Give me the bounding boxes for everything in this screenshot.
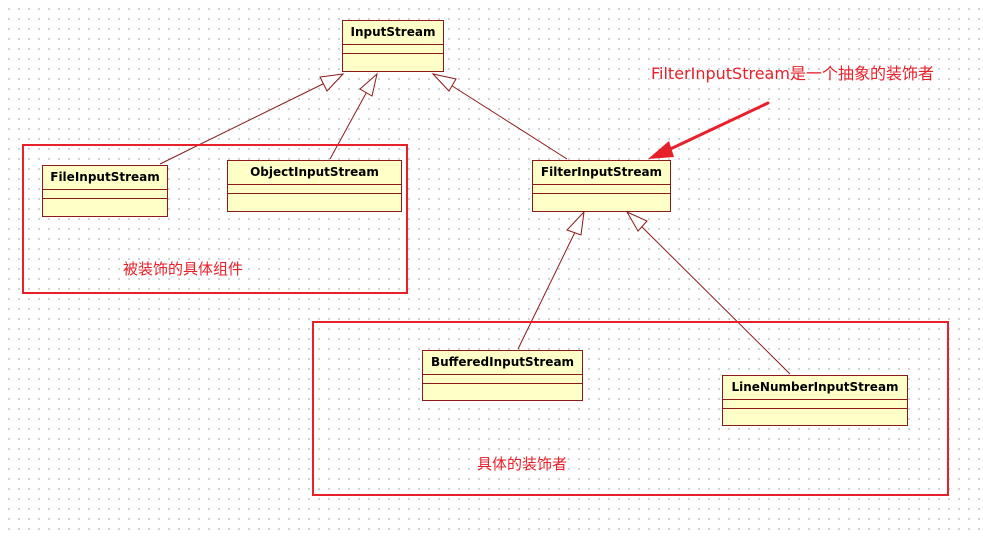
class-name: FileInputStream xyxy=(43,166,167,190)
inherit-line-buffered xyxy=(517,225,579,350)
annotation-abstract-decorator: FilterInputStream是一个抽象的装饰者 xyxy=(651,64,934,83)
class-operations-compartment xyxy=(533,194,670,203)
class-attributes-compartment xyxy=(43,190,167,199)
inherit-arrowhead-file xyxy=(319,73,345,92)
class-operations-compartment xyxy=(343,54,443,63)
class-object-input-stream[interactable]: ObjectInputStream xyxy=(227,160,402,212)
class-file-input-stream[interactable]: FileInputStream xyxy=(42,165,168,217)
inherit-arrowhead-linenumber xyxy=(625,210,648,232)
inherit-arrowhead-object xyxy=(359,72,378,97)
inherit-line-linenumber xyxy=(636,221,791,375)
class-name: InputStream xyxy=(343,21,443,45)
class-attributes-compartment xyxy=(723,400,907,409)
annotation-arrowhead xyxy=(648,141,674,159)
class-name: BufferedInputStream xyxy=(423,351,582,375)
class-operations-compartment xyxy=(423,384,582,393)
class-input-stream[interactable]: InputStream xyxy=(342,20,444,72)
concrete-components-box xyxy=(22,144,408,294)
class-attributes-compartment xyxy=(343,45,443,54)
class-attributes-compartment xyxy=(228,185,401,194)
class-filter-input-stream[interactable]: FilterInputStream xyxy=(532,160,671,212)
inherit-line-object xyxy=(329,85,371,160)
inherit-arrowhead-buffered xyxy=(566,210,585,236)
annotation-concrete-decorators: 具体的装饰者 xyxy=(477,455,568,473)
class-name: FilterInputStream xyxy=(533,161,670,185)
inherit-arrowhead-filter xyxy=(431,73,457,92)
class-operations-compartment xyxy=(43,199,167,208)
class-name: ObjectInputStream xyxy=(228,161,401,185)
inherit-line-filter xyxy=(445,81,568,160)
annotation-arrow-line xyxy=(662,101,770,154)
concrete-decorators-box xyxy=(312,321,949,496)
class-attributes-compartment xyxy=(423,375,582,384)
class-name: LineNumberInputStream xyxy=(723,376,907,400)
class-operations-compartment xyxy=(723,409,907,418)
class-line-number-input-stream[interactable]: LineNumberInputStream xyxy=(722,375,908,426)
class-buffered-input-stream[interactable]: BufferedInputStream xyxy=(422,350,583,401)
class-operations-compartment xyxy=(228,194,401,203)
annotation-concrete-components: 被装饰的具体组件 xyxy=(123,260,244,278)
inherit-line-file xyxy=(159,79,332,165)
class-attributes-compartment xyxy=(533,185,670,194)
